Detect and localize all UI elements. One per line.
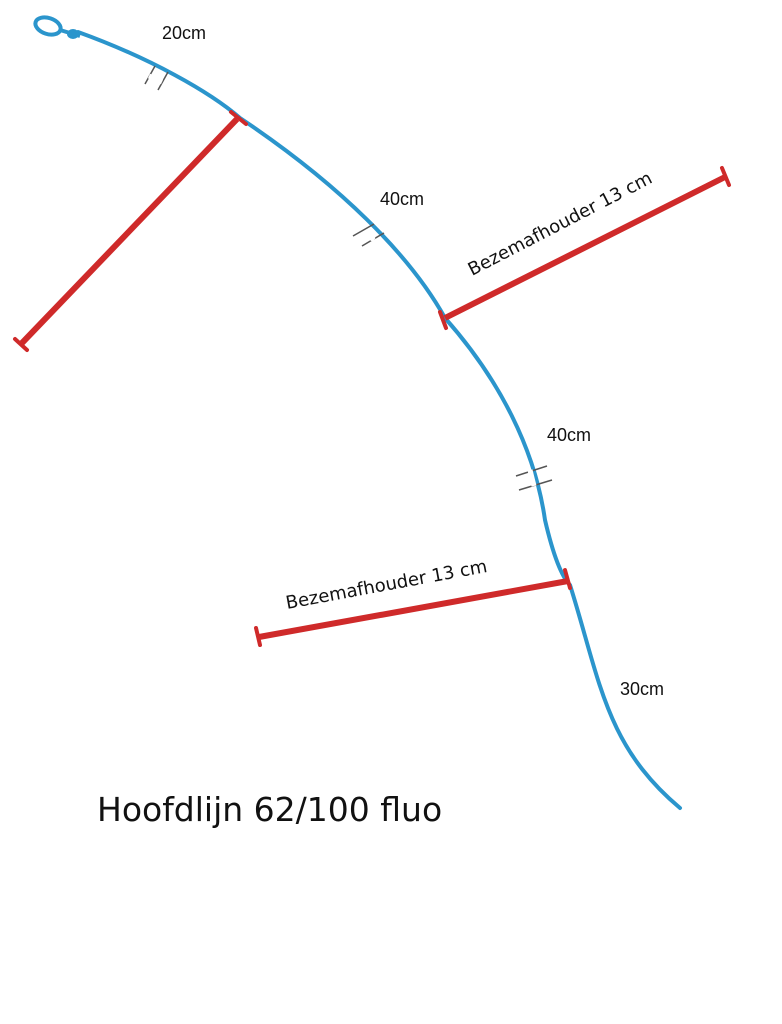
segment-label: 20cm [162,23,206,43]
snood-3: Bezemafhouder 13 cm [254,556,572,647]
line-break-icon [352,223,385,247]
snood-2: Bezemafhouder 13 cm [438,166,731,330]
snood-1 [13,110,248,352]
diagram-title: Hoofdlijn 62/100 fluo [97,790,442,829]
segment-label: 40cm [380,189,424,209]
segment-label: 30cm [620,679,664,699]
main-line [76,30,682,810]
segment-label: 40cm [547,425,591,445]
line-break-icon [515,465,553,491]
snood-label: Bezemafhouder 13 cm [284,556,489,614]
loop-knot-icon [33,15,81,39]
line-break-icon [144,65,169,91]
